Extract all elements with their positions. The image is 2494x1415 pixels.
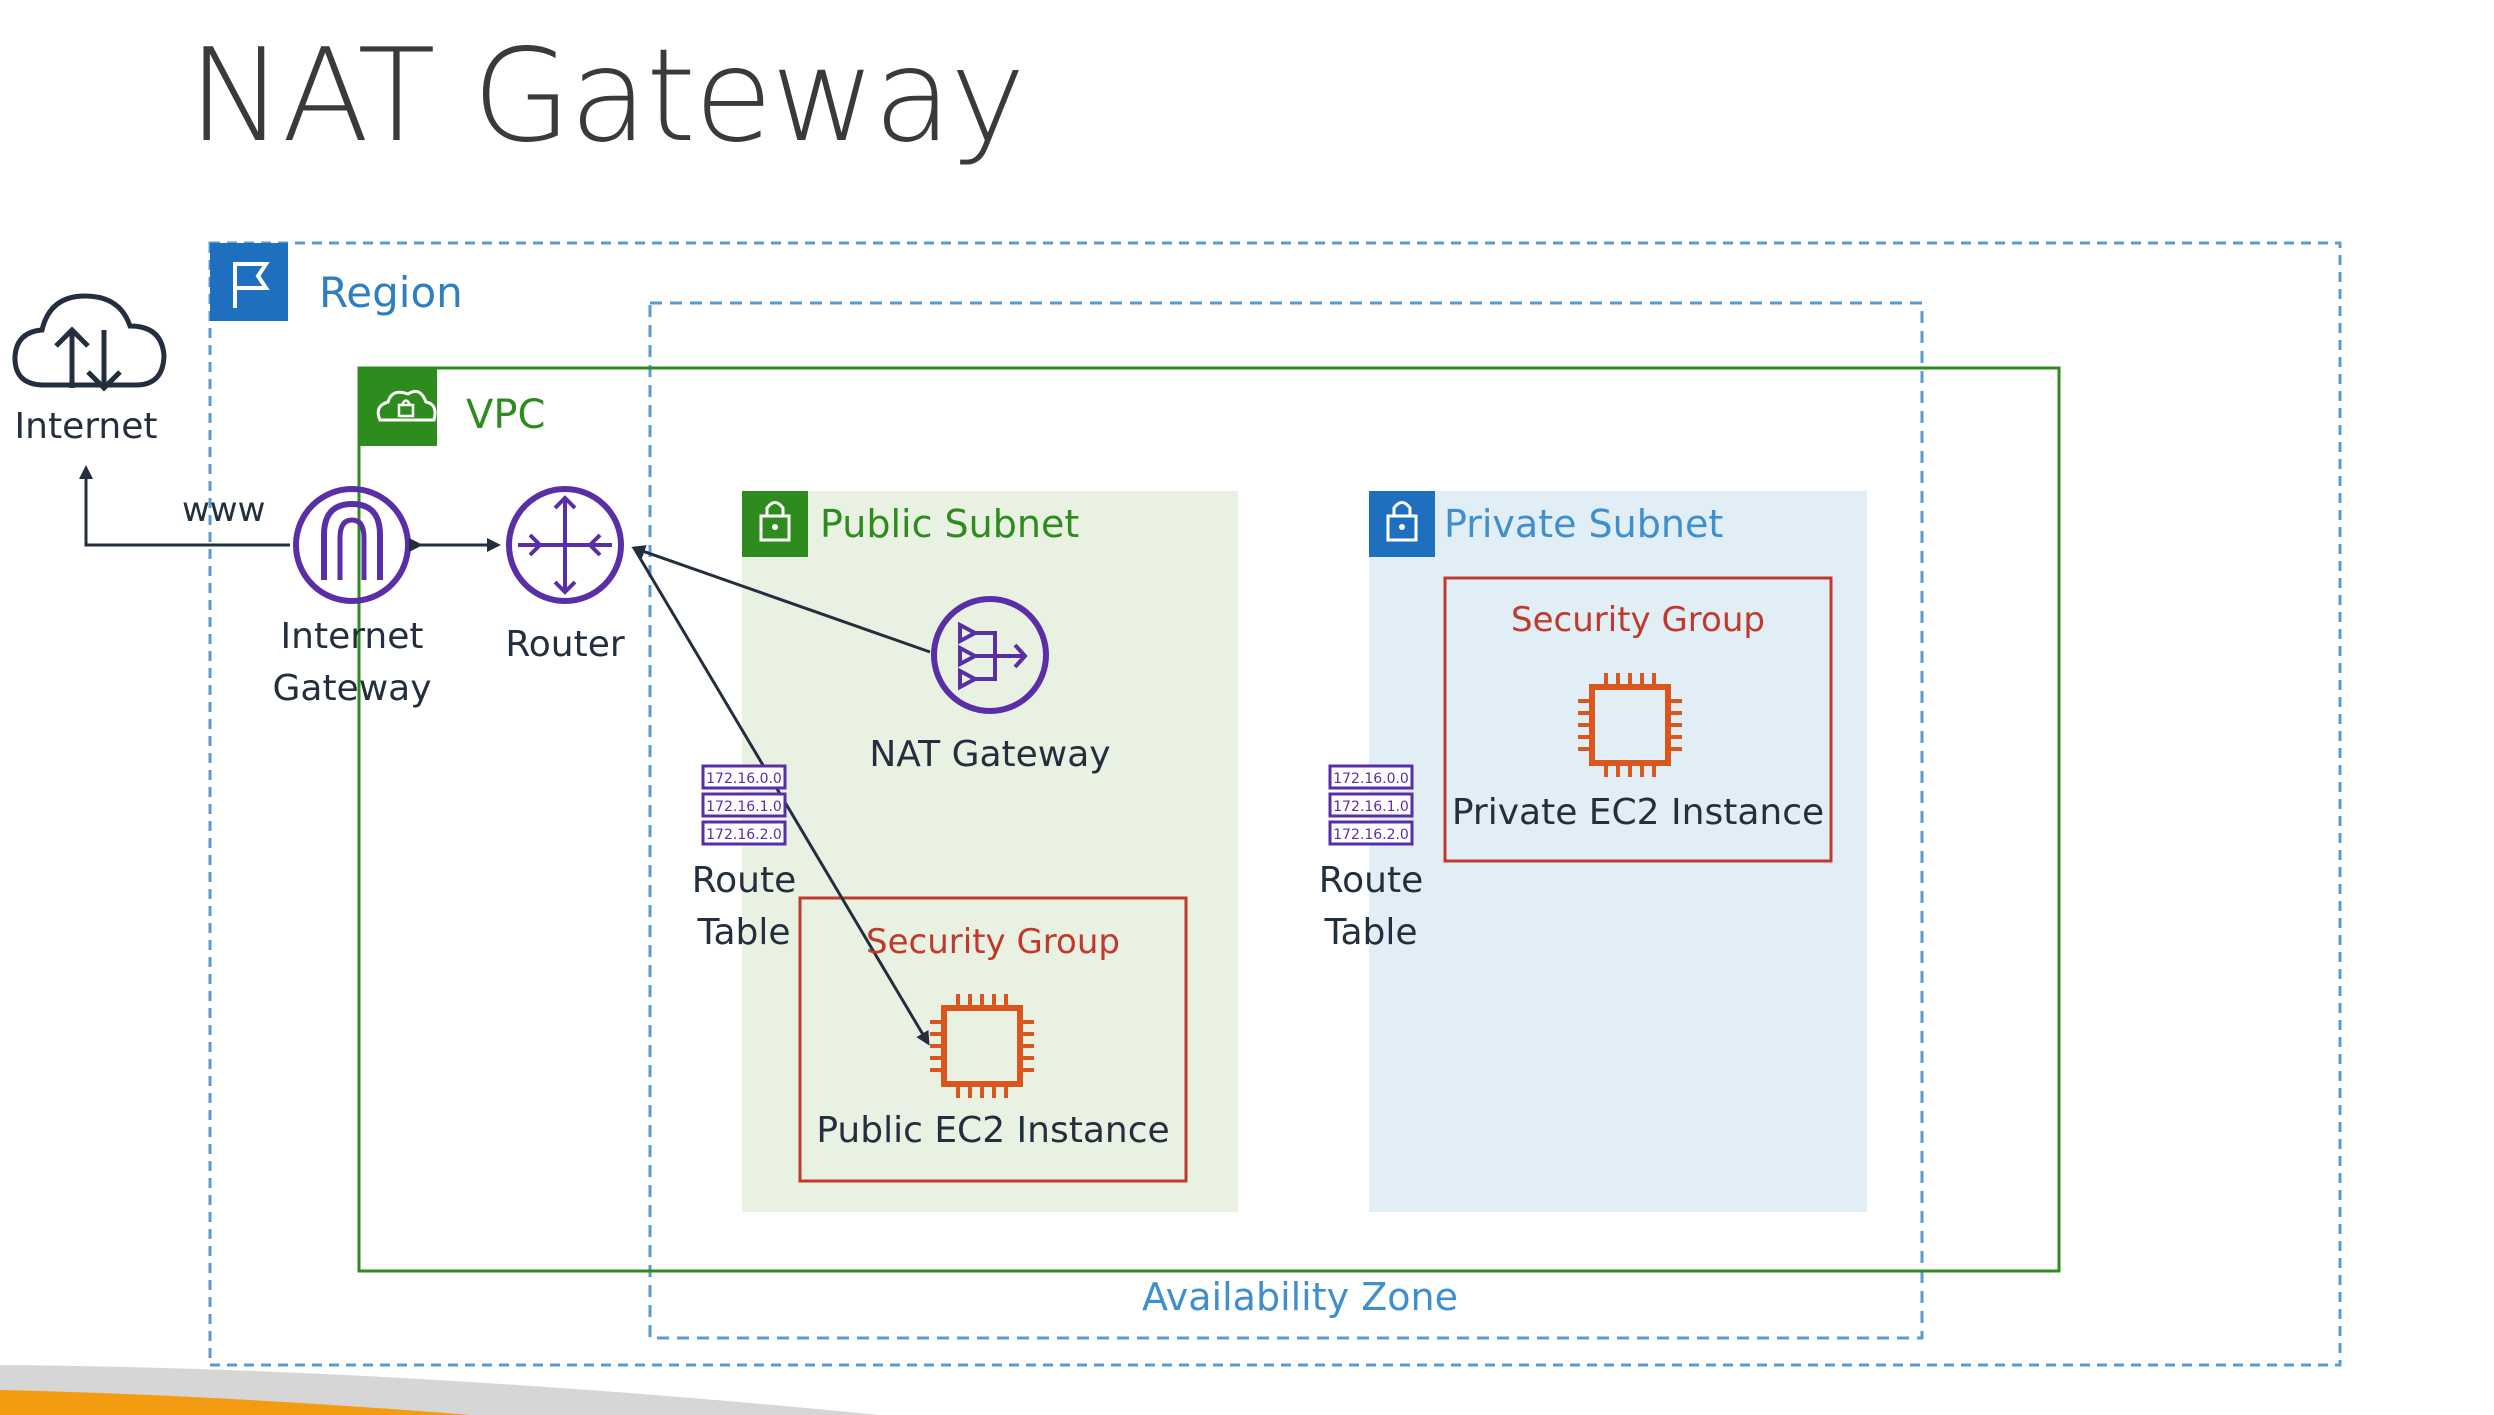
vpc-label: VPC (466, 392, 546, 438)
router-label: Router (505, 624, 625, 665)
nat-gateway-label: NAT Gateway (869, 734, 1111, 775)
private-route-table-label-line1: Route (1318, 860, 1424, 901)
region-boundary (208, 241, 2342, 1367)
public-route-entry-3: 172.16.2.0 (706, 827, 782, 843)
private-security-group-label: Security Group (1511, 600, 1765, 640)
router-icon (506, 486, 624, 604)
public-route-table-icon (701, 764, 787, 846)
cloud-upload-download-icon (12, 293, 167, 392)
www-label: www (182, 490, 266, 530)
region-flag-icon (210, 243, 288, 321)
private-security-group (1443, 576, 1833, 863)
page-title: NAT Gateway (188, 22, 1026, 171)
region-label: Region (319, 268, 463, 317)
public-route-table-label-line1: Route (691, 860, 797, 901)
public-ec2-instance-label: Public EC2 Instance (816, 1110, 1170, 1151)
vpc-cloud-lock-icon (359, 368, 437, 446)
public-subnet-lock-icon (742, 491, 808, 557)
public-security-group (798, 896, 1188, 1183)
private-ec2-chip-icon (1578, 673, 1682, 777)
internet-gateway-icon (293, 486, 411, 604)
internet-label: Internet (14, 406, 158, 447)
private-route-entry-3: 172.16.2.0 (1333, 827, 1409, 843)
internet-gateway-label-line2: Gateway (272, 668, 432, 709)
public-route-table-label-line2: Table (697, 912, 791, 953)
private-subnet-label: Private Subnet (1444, 502, 1724, 546)
public-ec2-chip-icon (930, 994, 1034, 1098)
internet-link-line (79, 465, 290, 547)
public-route-entry-2: 172.16.1.0 (706, 799, 782, 815)
private-route-entry-1: 172.16.0.0 (1333, 771, 1409, 787)
availability-zone-label: Availability Zone (1142, 1275, 1458, 1319)
internet-gateway-label-line1: Internet (280, 616, 424, 657)
vpc-boundary (357, 366, 2061, 1273)
private-route-table-label-line2: Table (1324, 912, 1418, 953)
private-ec2-instance-label: Private EC2 Instance (1451, 792, 1825, 833)
private-route-table-icon (1328, 764, 1414, 846)
public-security-group-label: Security Group (866, 922, 1120, 962)
public-route-entry-1: 172.16.0.0 (706, 771, 782, 787)
private-subnet-lock-icon (1369, 491, 1435, 557)
router-nat-link (631, 545, 931, 654)
public-subnet-area (742, 491, 1238, 1212)
bottom-accent-orange (0, 1390, 470, 1415)
public-subnet-label: Public Subnet (820, 502, 1080, 546)
private-route-entry-2: 172.16.1.0 (1333, 799, 1409, 815)
availability-zone-boundary (648, 301, 1924, 1340)
private-subnet-area (1369, 491, 1867, 1212)
nat-gateway-icon (931, 596, 1049, 714)
